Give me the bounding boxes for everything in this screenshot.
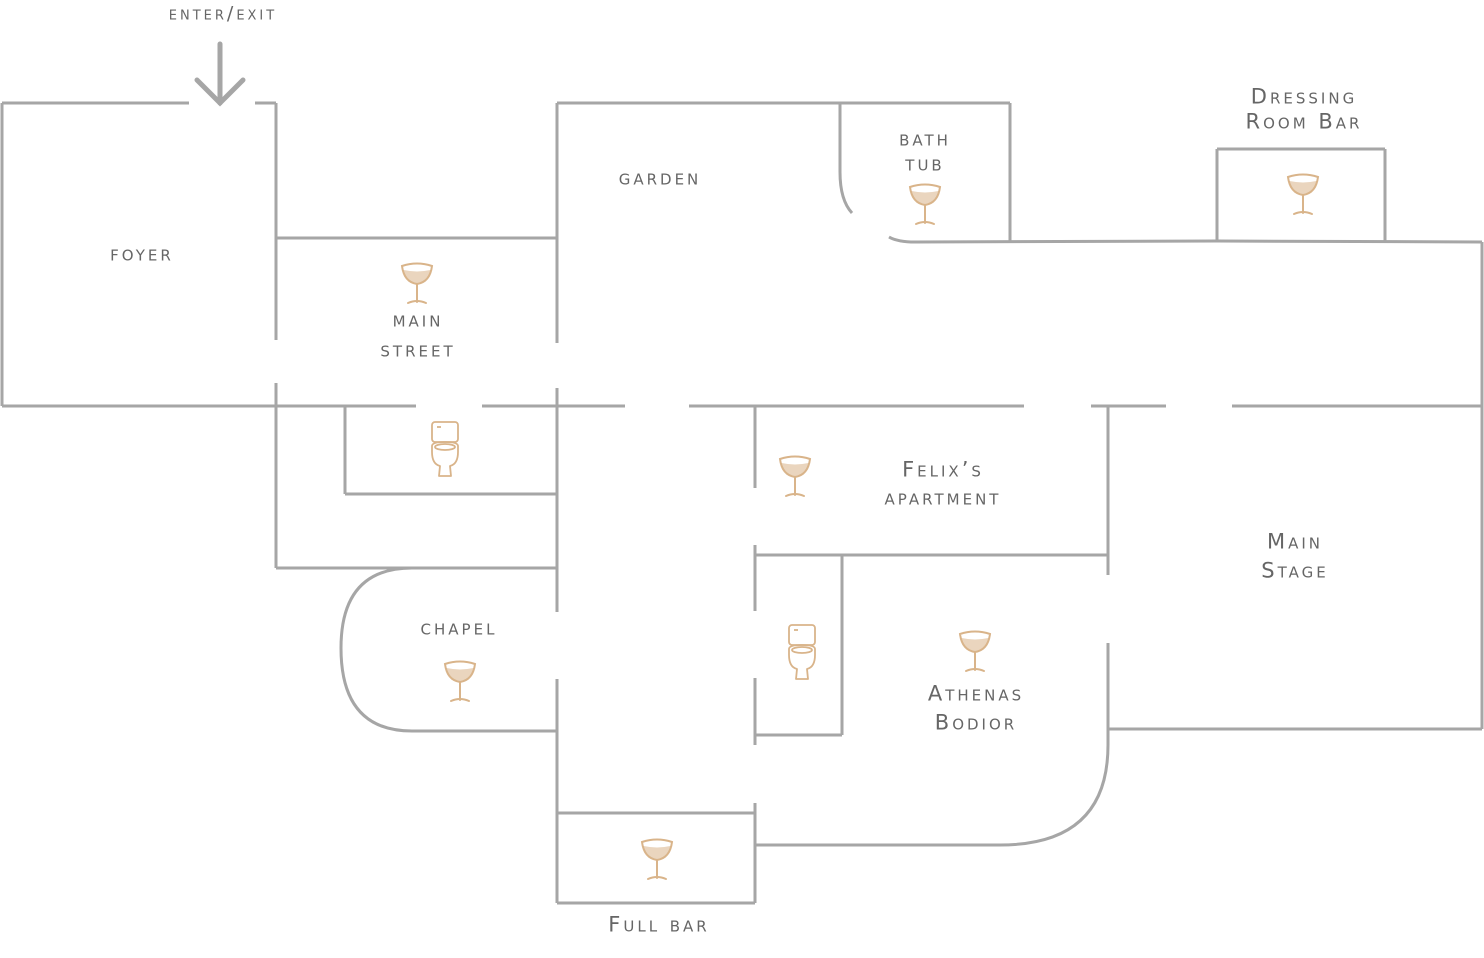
bath-tub-label-line1: BATH [899, 126, 951, 151]
felixs-apartment-label-line1: Felix’s [902, 457, 984, 482]
cocktail-glass-icon [640, 838, 674, 882]
main-stage-label-line2: Stage [1261, 558, 1329, 583]
athenas-bodior-walls [755, 729, 1110, 847]
restroom-2-walls [753, 555, 844, 745]
bath-tub-label-line2: TUB [905, 151, 945, 176]
full-bar-label: Full bar [608, 912, 710, 937]
cocktail-glass-icon [443, 660, 477, 704]
main-street-label-line1: MAIN [392, 307, 444, 332]
dressing-room-bar-label-line1: Dressing [1250, 84, 1358, 109]
foyer-walls [0, 101, 416, 408]
cocktail-glass-icon [778, 455, 812, 499]
toilet-icon [429, 420, 461, 478]
main-street-label-line2: STREET [380, 337, 456, 362]
garden-walls [557, 101, 1218, 244]
entrance-label: ENTER/EXIT [168, 2, 278, 25]
cocktail-glass-icon [400, 262, 434, 306]
cocktail-glass-icon [1286, 173, 1320, 217]
garden-label: GARDEN [618, 165, 702, 190]
full-bar-walls [557, 803, 757, 905]
main-stage-walls [1106, 242, 1484, 731]
dressing-room-bar-label-line2: Room Bar [1245, 109, 1363, 134]
chapel-label: CHAPEL [420, 615, 498, 640]
athenas-bodior-label-line2: Bodior [934, 710, 1018, 735]
toilet-icon [786, 623, 818, 681]
restroom-1-walls [343, 406, 557, 496]
cocktail-glass-icon [958, 630, 992, 674]
cocktail-glass-icon [908, 183, 942, 227]
main-stage-label-line1: Main [1266, 529, 1324, 554]
main-street-walls [274, 103, 559, 612]
felixs-apartment-label-line2: apartment [884, 485, 1002, 510]
down-arrow-icon [194, 41, 246, 107]
athenas-bodior-label-line1: Athenas [927, 681, 1025, 706]
felixs-apartment-walls [753, 406, 1108, 611]
chapel-walls [339, 566, 559, 903]
dressing-room-bar-walls [1215, 147, 1483, 244]
foyer-label: FOYER [110, 241, 174, 266]
